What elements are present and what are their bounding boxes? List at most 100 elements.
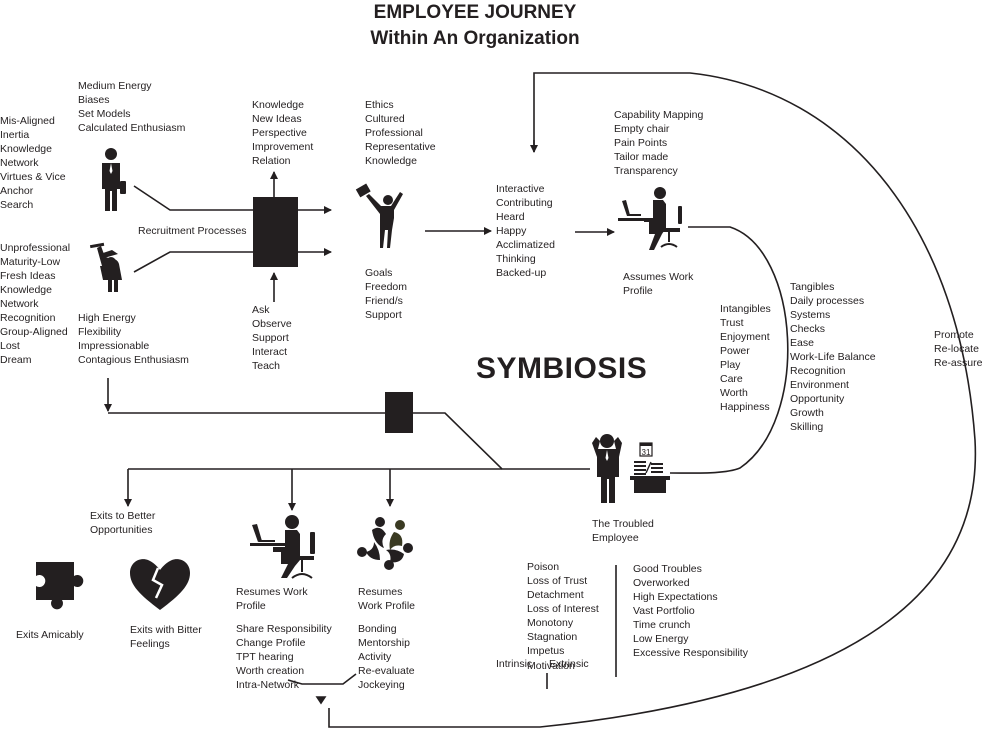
input-item: Observe	[252, 318, 292, 330]
trait: Maturity-Low	[0, 256, 61, 268]
trouble-item: Impetus	[527, 645, 565, 657]
calendar-day: 31	[642, 448, 651, 457]
settling-in-traits: Interactive Contributing Heard Happy Acc…	[496, 182, 555, 280]
label-line: The Troubled	[592, 518, 654, 530]
trait: Search	[0, 199, 34, 211]
label-line: Exits with Bitter	[130, 624, 202, 636]
trouble-item: Vast Portfolio	[633, 605, 695, 617]
output-item: Knowledge	[252, 99, 304, 111]
intangibles-list: Intangibles Trust Enjoyment Power Play C…	[720, 302, 771, 414]
trouble-item: Time crunch	[633, 619, 691, 631]
input-item: Teach	[252, 360, 281, 372]
troubled-employee-label: The Troubled Employee	[592, 517, 654, 545]
trait: Medium Energy	[78, 80, 152, 92]
trait: Dream	[0, 354, 32, 366]
action-item: Intra-Network	[236, 679, 300, 691]
trait: Knowledge	[0, 143, 52, 155]
exits-amicably-label: Exits Amicably	[16, 629, 84, 641]
trouble-item: Loss of Interest	[527, 603, 599, 615]
action-item: Re-locate	[934, 343, 979, 355]
cheering-employee-icon	[355, 183, 403, 248]
experienced-left-traits: Mis-Aligned Inertia Knowledge Network Vi…	[0, 114, 66, 212]
diagram-subtitle: Within An Organization	[370, 28, 580, 49]
trait: Pain Points	[614, 137, 668, 149]
symbiosis-label: SYMBIOSIS	[476, 352, 648, 385]
graduate-icon	[89, 242, 122, 292]
trait: Virtues & Vice	[0, 171, 66, 183]
intangible-item: Power	[720, 345, 750, 357]
action-item: Mentorship	[358, 637, 410, 649]
trouble-item: Stagnation	[527, 631, 578, 643]
trait: Freedom	[365, 281, 408, 293]
trait: Representative	[365, 141, 436, 153]
trait: Calculated Enthusiasm	[78, 122, 186, 134]
stressed-employee-icon	[592, 434, 622, 503]
connector-graduate	[133, 251, 253, 273]
right-horizontal	[413, 412, 590, 470]
action-item: Activity	[358, 651, 392, 663]
label-line: Employee	[592, 532, 639, 544]
trait: Ethics	[365, 99, 394, 111]
promote-actions: Promote Re-locate Re-assure	[934, 328, 982, 370]
tangible-item: Daily processes	[790, 295, 865, 307]
desk-worker-resume-icon	[250, 515, 315, 579]
graduate-left-traits: Unprofessional Maturity-Low Fresh Ideas …	[0, 241, 70, 367]
puzzle-piece-icon	[36, 562, 84, 610]
tangible-item: Growth	[790, 407, 824, 419]
trait: Knowledge	[0, 284, 52, 296]
paperwork-desk-icon	[630, 461, 670, 493]
trait: Happy	[496, 225, 527, 237]
trait: Backed-up	[496, 267, 547, 279]
good-troubles-list: Good Troubles Overworked High Expectatio…	[633, 562, 748, 660]
label-line: Work Profile	[358, 600, 415, 612]
trait: Network	[0, 298, 39, 310]
resume-individual-actions: Share Responsibility Change Profile TPT …	[236, 622, 332, 692]
action-item: Change Profile	[236, 637, 306, 649]
trait: Anchor	[0, 185, 34, 197]
trouble-item: Good Troubles	[633, 563, 702, 575]
resume-team-actions: Bonding Mentorship Activity Re-evaluate …	[358, 622, 415, 692]
trait: Capability Mapping	[614, 109, 704, 121]
trait: Empty chair	[614, 123, 670, 135]
trait: Support	[365, 309, 402, 321]
trait: Set Models	[78, 108, 131, 120]
connector-experienced	[133, 185, 253, 211]
label-line: Resumes Work	[236, 586, 308, 598]
action-item: Promote	[934, 329, 974, 341]
trait: Friend/s	[365, 295, 403, 307]
trouble-item: Monotony	[527, 617, 574, 629]
desk-worker-icon	[618, 187, 682, 250]
action-item: Re-assure	[934, 357, 983, 369]
diagram-title: EMPLOYEE JOURNEY	[373, 2, 577, 23]
recruitment-label: Recruitment Processes	[138, 225, 247, 237]
bad-troubles-list: Poison Loss of Trust Detachment Loss of …	[527, 560, 599, 658]
label-line: Opportunities	[90, 524, 153, 536]
motivation-label: Motivation	[527, 660, 575, 672]
tangible-item: Opportunity	[790, 393, 845, 405]
output-item: New Ideas	[252, 113, 302, 125]
trait: Fresh Ideas	[0, 270, 56, 282]
tangible-item: Ease	[790, 337, 814, 349]
exits-bitter-label: Exits with Bitter Feelings	[130, 623, 202, 651]
label-line: Exits to Better	[90, 510, 156, 522]
intrinsic-label: Intrinsic	[496, 658, 533, 670]
recruitment-outputs: Knowledge New Ideas Perspective Improvem…	[252, 98, 313, 168]
graduate-bottom-traits: High Energy Flexibility Impressionable C…	[78, 311, 189, 367]
arrow-loop-bottom	[315, 696, 327, 705]
trait: Impressionable	[78, 340, 150, 352]
trait: Knowledge	[365, 155, 417, 167]
action-item: Worth creation	[236, 665, 305, 677]
trait: Thinking	[496, 253, 536, 265]
trouble-item: Low Energy	[633, 633, 689, 645]
intangible-item: Care	[720, 373, 743, 385]
trait: Unprofessional	[0, 242, 71, 254]
resume-link	[287, 673, 357, 685]
tangible-item: Skilling	[790, 421, 824, 433]
input-item: Interact	[252, 346, 288, 358]
trait: High Energy	[78, 312, 136, 324]
output-item: Improvement	[252, 141, 314, 153]
trait: Lost	[0, 340, 20, 352]
calendar-icon: 31	[639, 442, 653, 457]
broken-heart-icon	[130, 559, 190, 610]
